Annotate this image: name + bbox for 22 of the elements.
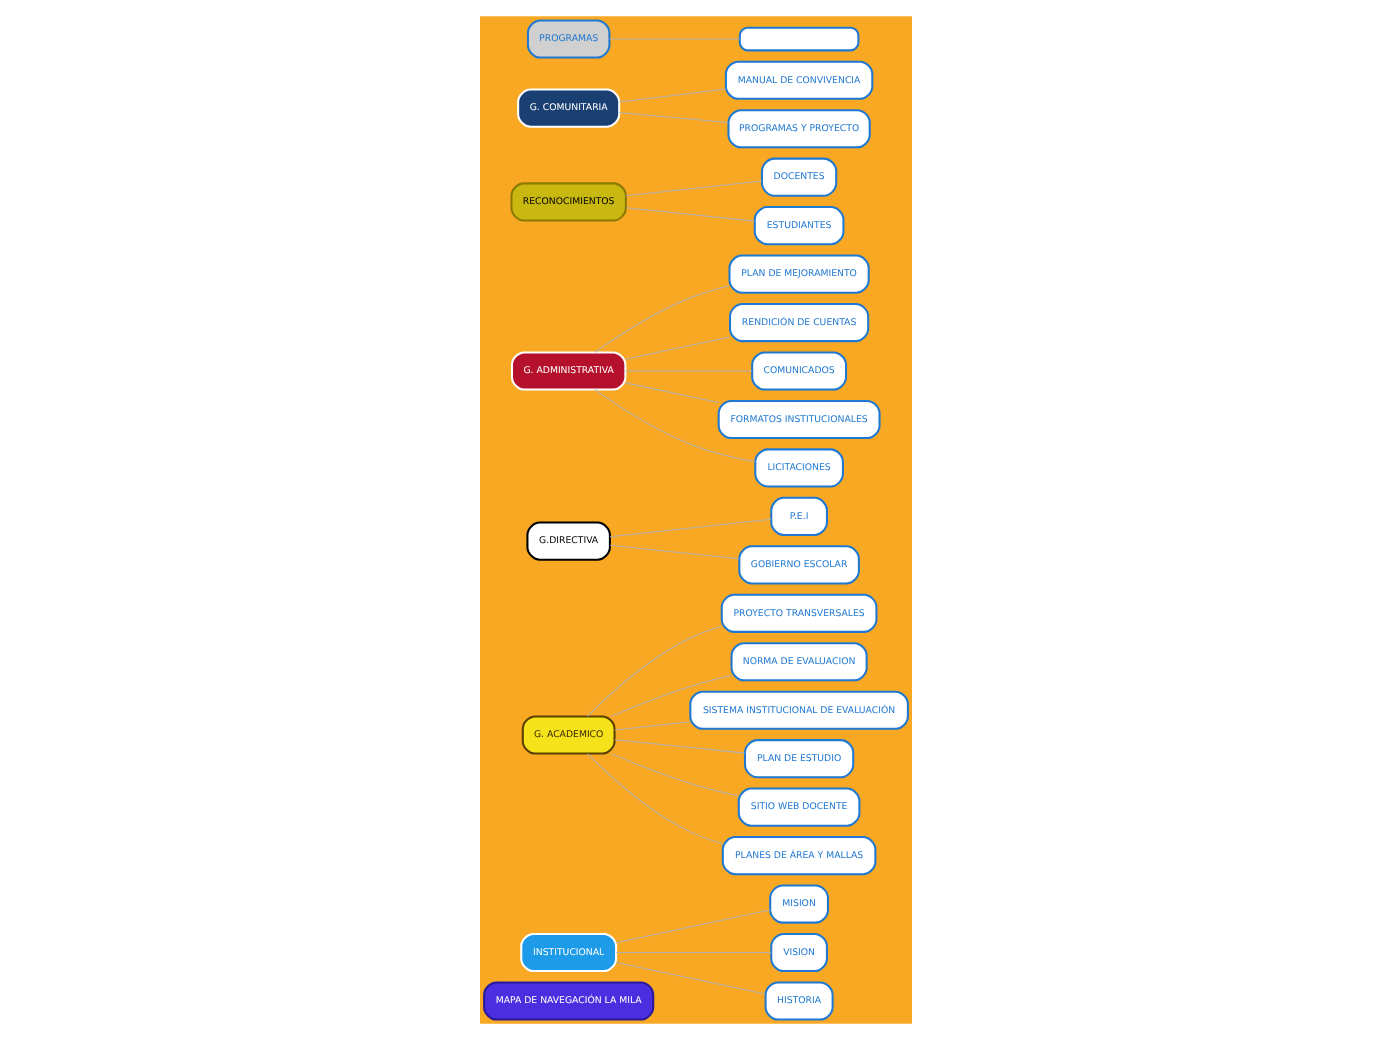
connector [615,952,772,954]
connector [618,112,729,123]
connector [594,389,756,463]
connector [625,207,755,222]
connector [625,382,720,404]
connector [618,88,727,103]
connector [625,180,763,197]
connector [614,721,691,731]
connector [610,674,733,717]
node-box [738,26,860,52]
connector [586,625,723,717]
connector [625,336,731,360]
connector [609,544,740,560]
connector [614,739,746,754]
connector [615,909,771,944]
connector [625,370,753,372]
connector [594,285,730,353]
connector [615,961,766,995]
connector [608,38,740,40]
connector [610,753,740,797]
connector [609,518,772,538]
connector [586,753,724,845]
